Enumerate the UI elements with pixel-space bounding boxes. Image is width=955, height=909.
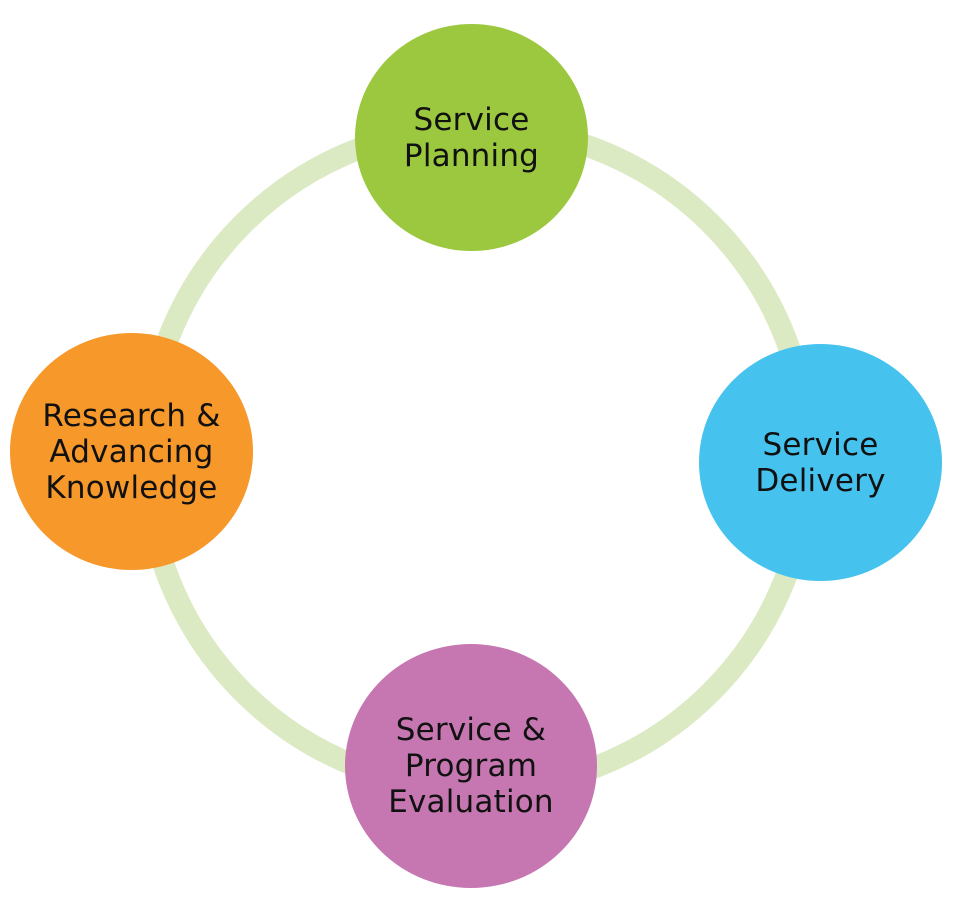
node-label-service-delivery: Service Delivery: [755, 426, 886, 499]
node-label-research-advancing-knowledge: Research & Advancing Knowledge: [42, 397, 221, 506]
node-service-program-evaluation: Service & Program Evaluation: [345, 644, 597, 888]
node-label-service-planning: Service Planning: [403, 101, 540, 174]
node-research-advancing-knowledge: Research & Advancing Knowledge: [10, 333, 253, 570]
node-label-service-program-evaluation: Service & Program Evaluation: [388, 712, 554, 820]
node-service-planning: Service Planning: [355, 24, 588, 251]
node-service-delivery: Service Delivery: [699, 344, 942, 581]
